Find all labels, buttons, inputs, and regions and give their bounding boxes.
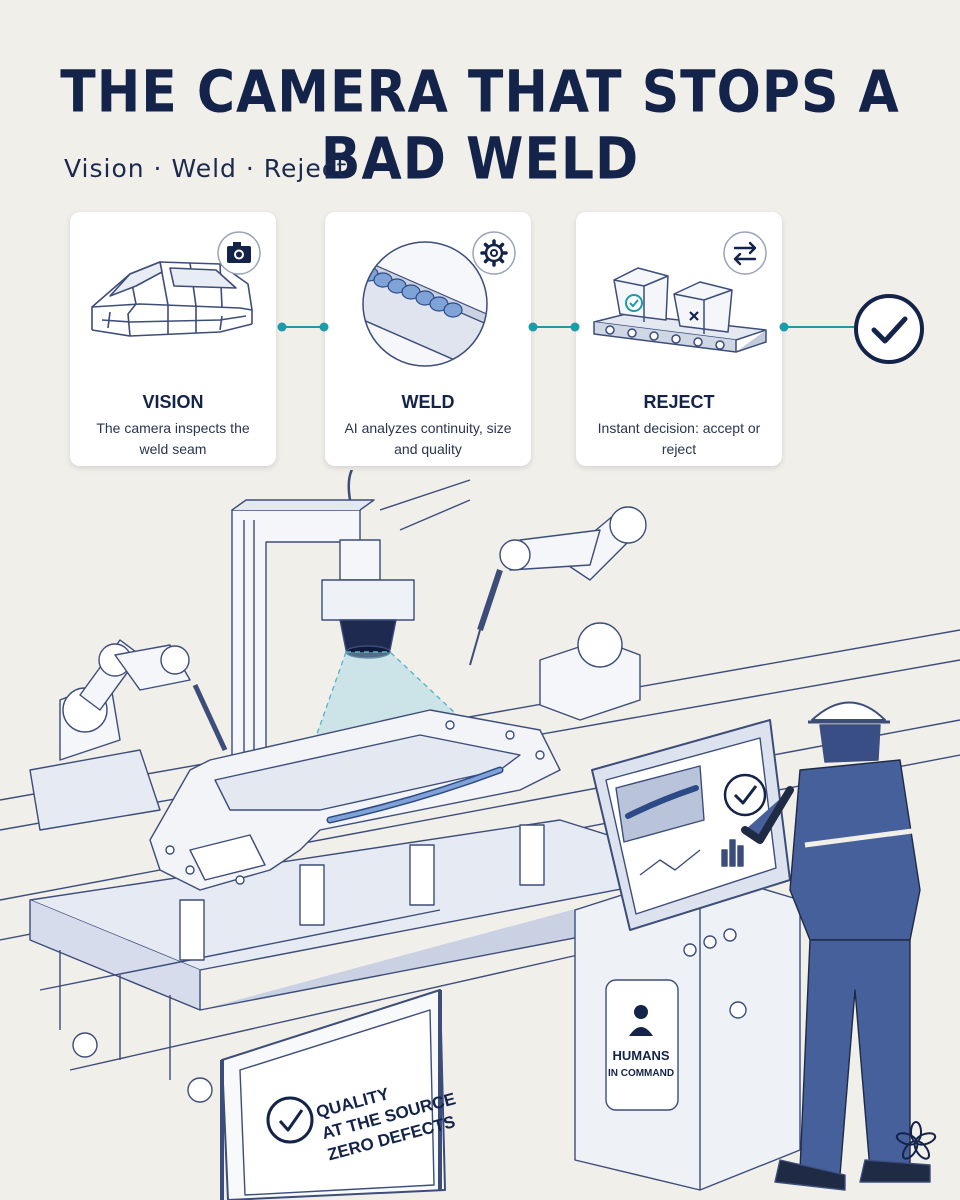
humans-icon xyxy=(629,1005,653,1036)
step-description: Instant decision: accept or reject xyxy=(597,420,761,457)
step-description: The camera inspects the weld seam xyxy=(96,420,250,457)
connector-arrow xyxy=(528,322,580,332)
conveyor-bins-illustration xyxy=(593,267,767,353)
swap-arrows-icon xyxy=(723,231,767,275)
welding-cell-scene: QUALITY AT THE SOURCE ZERO DEFECTS HUMAN… xyxy=(0,470,960,1200)
step-description: AI analyzes continuity, size and quality xyxy=(344,420,512,457)
step-title: WELD xyxy=(401,392,455,412)
page-subtitle: Vision · Weld · Reject xyxy=(64,154,348,183)
check-circle-icon xyxy=(854,294,924,364)
connector-arrow xyxy=(277,322,329,332)
step-card-reject: REJECT Instant decision: accept or rejec… xyxy=(576,212,782,466)
camera-icon xyxy=(217,231,261,275)
connector-arrow xyxy=(779,322,854,332)
console-label-line-2: IN COMMAND xyxy=(608,1068,674,1079)
step-card-weld: WELD AI analyzes continuity, size and qu… xyxy=(325,212,531,466)
flower-logo-icon xyxy=(895,1121,937,1160)
weld-bead-illustration xyxy=(362,241,488,367)
gear-icon xyxy=(472,231,516,275)
page-title: THE CAMERA THAT STOPS A BAD WELD xyxy=(60,58,900,194)
step-card-vision: VISION The camera inspects the weld seam xyxy=(70,212,276,466)
step-title: REJECT xyxy=(643,392,715,412)
car-frame-illustration xyxy=(91,261,253,337)
console-label-line-1: HUMANS xyxy=(612,1048,669,1063)
step-title: VISION xyxy=(142,392,204,412)
